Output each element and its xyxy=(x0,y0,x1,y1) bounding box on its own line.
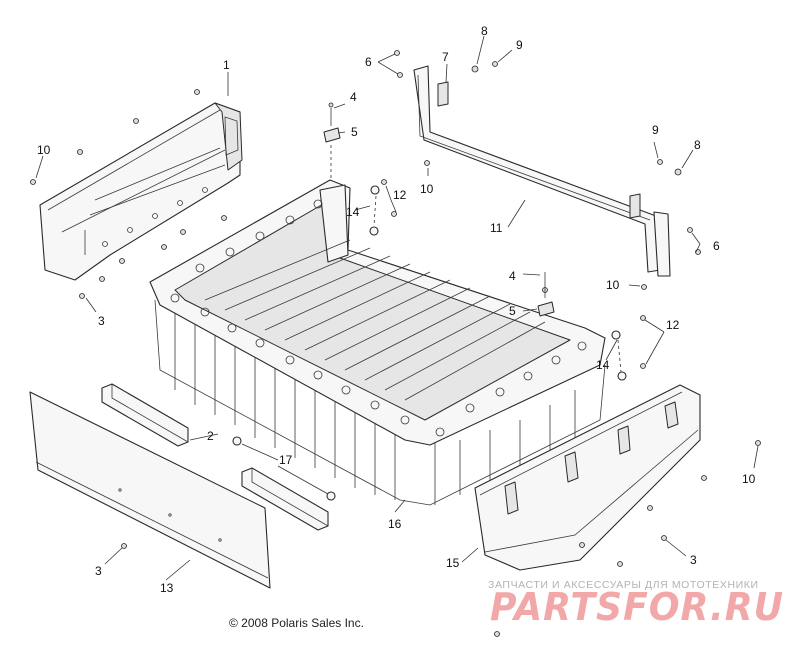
front-panel xyxy=(39,102,243,281)
callout-12-upper: 12 xyxy=(393,188,407,202)
callout-10-middle: 10 xyxy=(420,182,434,196)
callout-13: 13 xyxy=(160,581,174,595)
callout-6-lower: 6 xyxy=(713,239,720,253)
callout-12-lower: 12 xyxy=(666,318,680,332)
watermark-logo-text: PARTSFOR.RU xyxy=(490,586,784,628)
cargo-box xyxy=(149,179,606,506)
callout-labels: 1 2 3 3 3 4 4 5 5 6 6 7 8 8 9 9 10 10 10… xyxy=(37,24,756,595)
callout-3-right: 3 xyxy=(690,553,697,567)
watermark-tagline: ЗАПЧАСТИ И АКСЕССУАРЫ ДЛЯ МОТОТЕХНИКИ xyxy=(488,579,759,591)
callout-10-rail: 10 xyxy=(606,278,620,292)
leader-lines xyxy=(35,35,759,581)
callout-8-upper: 8 xyxy=(481,24,488,38)
watermark-logo: PARTSFOR.RU xyxy=(490,586,784,628)
fasteners xyxy=(30,50,761,637)
callout-10-left: 10 xyxy=(37,143,51,157)
callout-4-lower: 4 xyxy=(509,269,516,283)
callout-9-lower: 9 xyxy=(652,123,659,137)
callout-3-left: 3 xyxy=(98,314,105,328)
rubber-strips xyxy=(101,383,329,531)
callout-14-lower: 14 xyxy=(596,358,610,372)
callout-2: 2 xyxy=(207,429,214,443)
callout-6-upper: 6 xyxy=(365,55,372,69)
callout-4-upper: 4 xyxy=(350,90,357,104)
rear-rail xyxy=(413,65,671,277)
callout-5-upper: 5 xyxy=(351,125,358,139)
copyright-notice: © 2008 Polaris Sales Inc. xyxy=(229,616,364,630)
callout-11: 11 xyxy=(490,221,503,235)
callout-14-upper: 14 xyxy=(346,205,360,219)
callout-8-lower: 8 xyxy=(694,138,701,152)
callout-9-upper: 9 xyxy=(516,38,523,52)
rear-panel xyxy=(474,384,701,571)
callout-1: 1 xyxy=(223,58,230,72)
callout-5-lower: 5 xyxy=(509,304,516,318)
callout-15: 15 xyxy=(446,556,460,570)
callout-17: 17 xyxy=(279,453,293,467)
callout-3-tailgate: 3 xyxy=(95,564,102,578)
callout-10-right: 10 xyxy=(742,472,756,486)
tailgate-panel xyxy=(29,391,271,589)
callout-16: 16 xyxy=(388,517,402,531)
callout-7: 7 xyxy=(442,50,449,64)
